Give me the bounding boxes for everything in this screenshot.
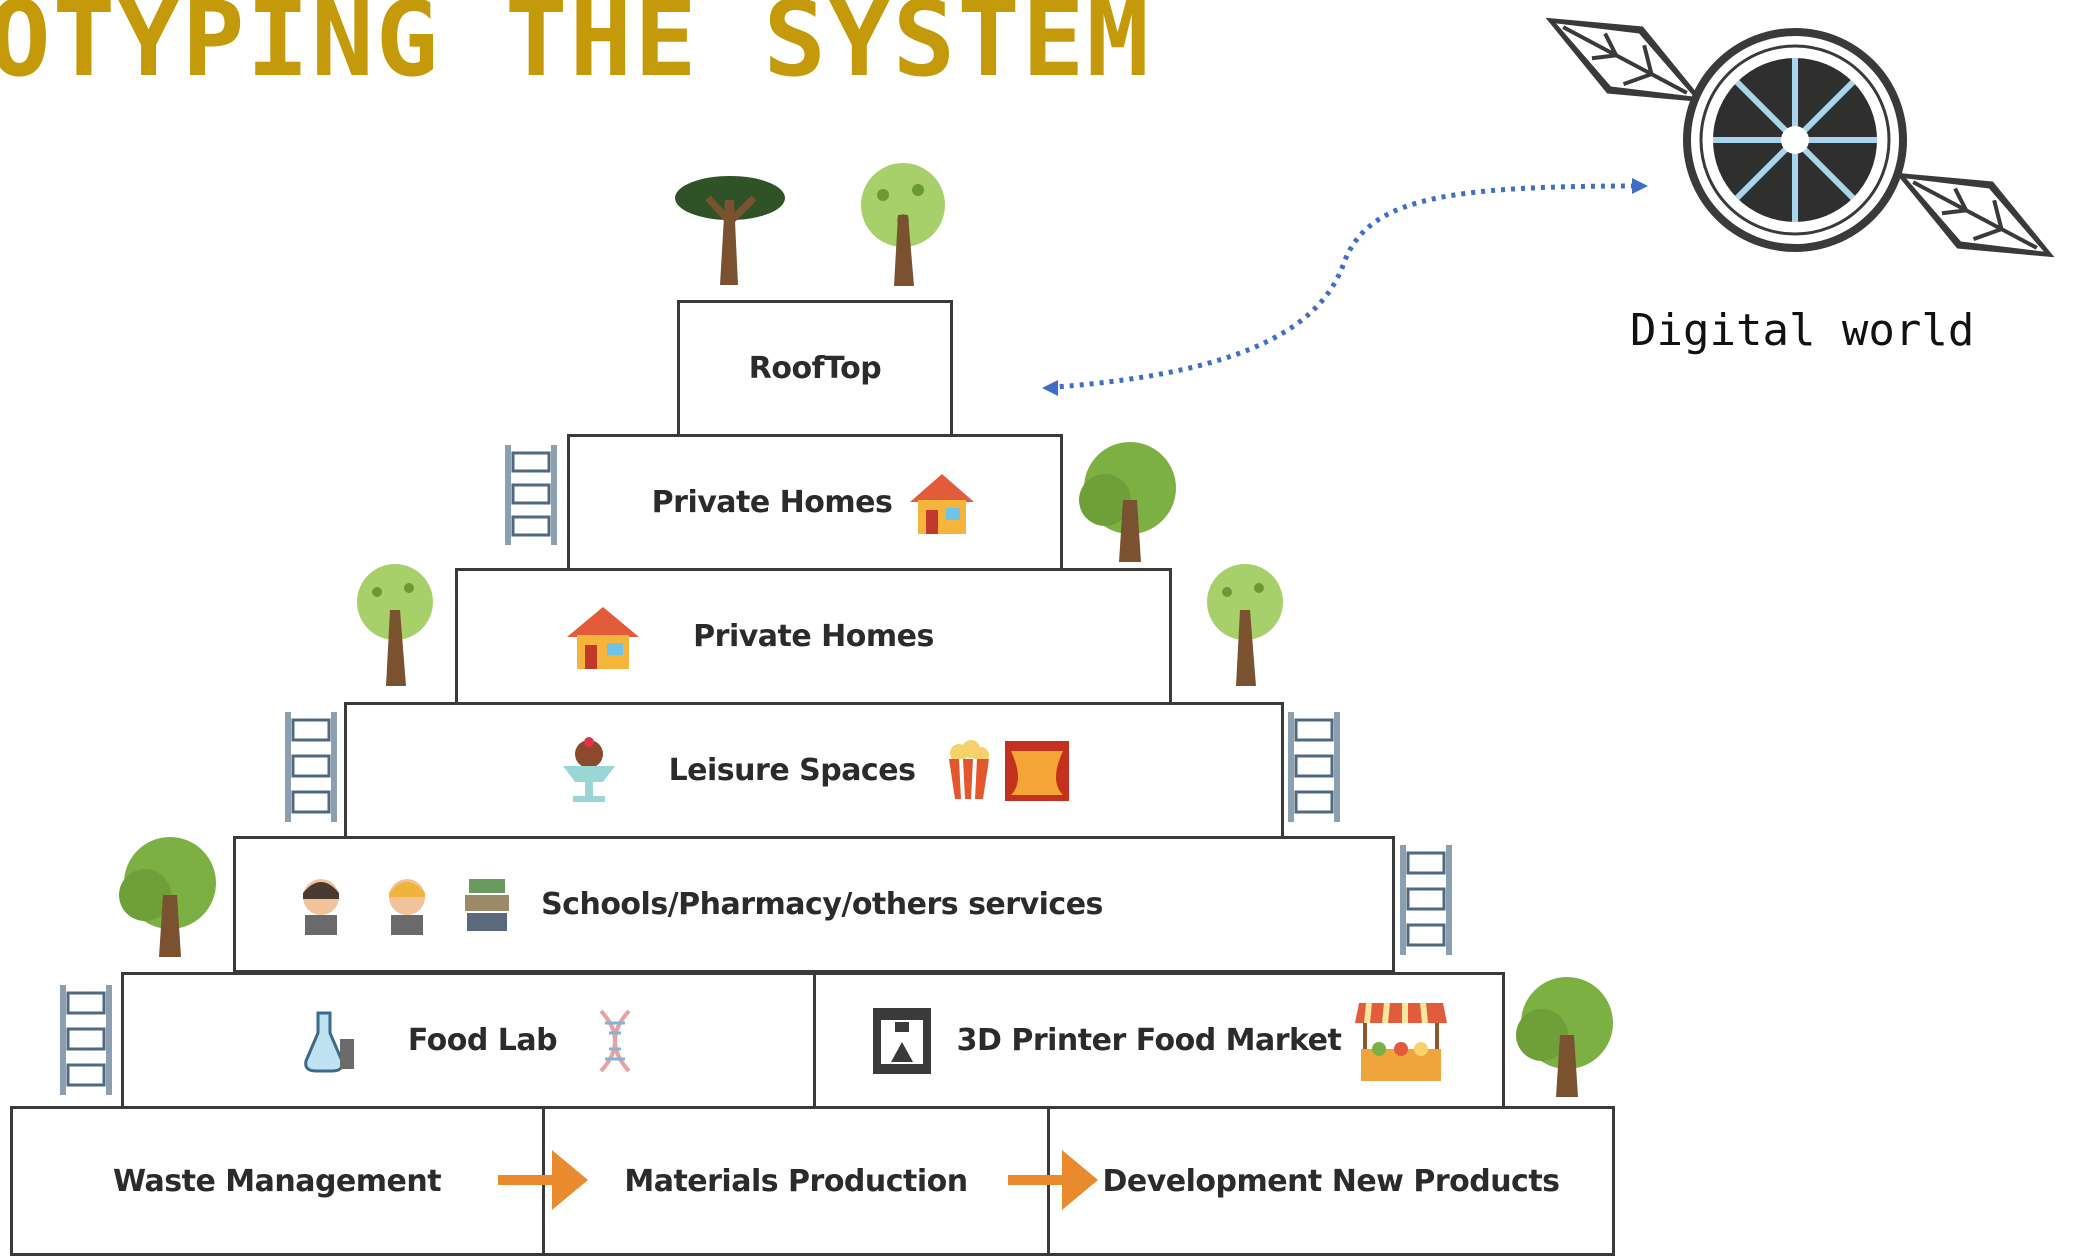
- leisure-spaces-label: Leisure Spaces: [668, 753, 916, 788]
- house-icon: [910, 473, 975, 534]
- ice-cream-icon: [562, 736, 615, 802]
- shelf-icon: [505, 445, 557, 545]
- tier-leisure-spaces: Leisure Spaces: [344, 702, 1284, 839]
- arrow-right-icon: [498, 1150, 588, 1210]
- waste-management-label: Waste Management: [113, 1163, 442, 1199]
- books-icon: [465, 878, 510, 931]
- flask-icon: [304, 1011, 354, 1072]
- tier-food-lab: Food Lab: [121, 972, 816, 1109]
- services-label: Schools/Pharmacy/others services: [541, 887, 1103, 922]
- 3d-printer-icon: [872, 1007, 931, 1074]
- tree-icon: [1516, 977, 1613, 1097]
- dna-icon: [599, 1009, 631, 1072]
- tier-printer-market: 3D Printer Food Market: [813, 972, 1505, 1109]
- tier-private-homes-lower: Private Homes: [455, 568, 1172, 705]
- market-stall-icon: [1355, 1002, 1448, 1081]
- tree-icon: [1079, 442, 1176, 562]
- tree-icon: [675, 176, 785, 285]
- materials-production-label: Materials Production: [624, 1163, 968, 1199]
- shelf-icon: [1288, 712, 1340, 822]
- tree-icon: [1207, 564, 1283, 686]
- tier-private-homes-upper: Private Homes: [567, 434, 1063, 571]
- digital-world-label: Digital world: [1630, 305, 1975, 356]
- arrow-right-icon: [1008, 1150, 1098, 1210]
- tier-development: Development New Products: [1047, 1106, 1615, 1256]
- tree-icon: [119, 837, 216, 957]
- student-icon: [389, 878, 426, 935]
- tier-waste-management: Waste Management: [10, 1106, 545, 1256]
- development-label: Development New Products: [1102, 1163, 1560, 1199]
- page-title: OTYPING THE SYSTEM: [0, 0, 1152, 100]
- popcorn-icon: [949, 739, 990, 799]
- tier-services: Schools/Pharmacy/others services: [233, 836, 1395, 973]
- drone-icon: [1545, 17, 2055, 258]
- printer-market-label: 3D Printer Food Market: [956, 1023, 1342, 1058]
- food-lab-label: Food Lab: [407, 1023, 558, 1058]
- shelf-icon: [1400, 845, 1452, 955]
- house-icon: [567, 606, 640, 669]
- tree-icon: [357, 564, 433, 686]
- private-homes-label: Private Homes: [651, 485, 893, 520]
- private-homes-label: Private Homes: [693, 619, 934, 654]
- tree-icon: [861, 163, 945, 286]
- shelf-icon: [285, 712, 337, 822]
- shelf-icon: [60, 985, 112, 1095]
- theater-icon: [1005, 740, 1070, 801]
- rooftop-label: RoofTop: [748, 351, 882, 386]
- student-icon: [303, 878, 340, 935]
- tier-rooftop: RoofTop: [677, 300, 953, 437]
- tier-materials-production: Materials Production: [542, 1106, 1050, 1256]
